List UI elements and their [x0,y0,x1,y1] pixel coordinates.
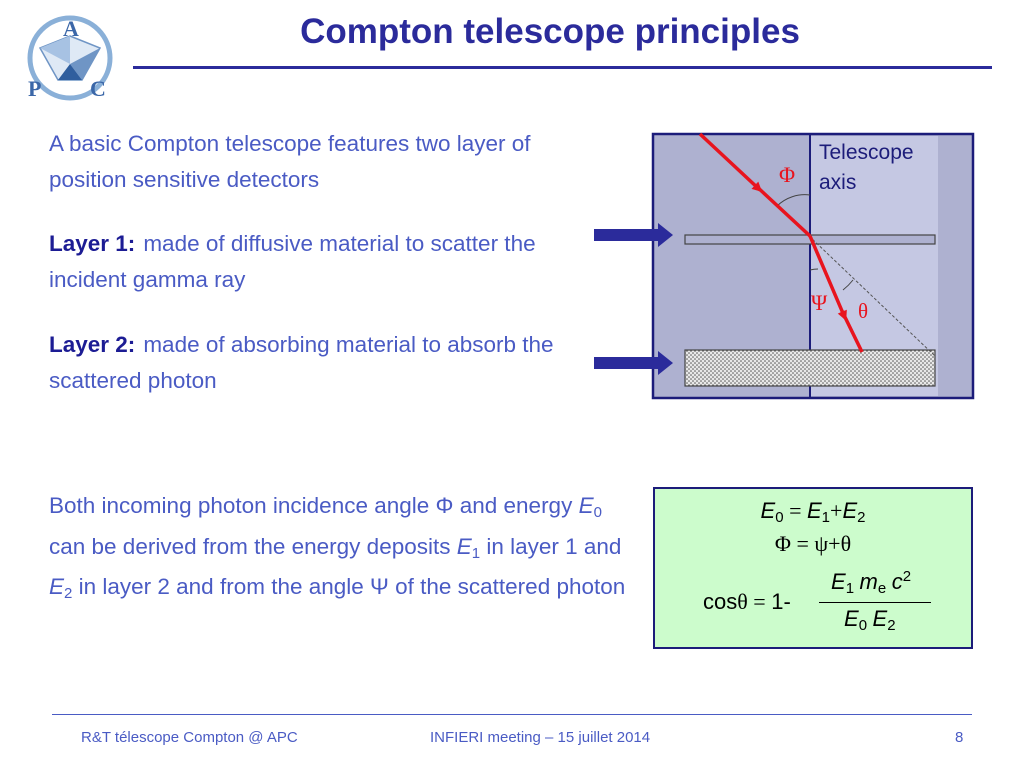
eq-symbol: + [830,498,843,523]
derivation-text: and energy [453,493,579,518]
eq-symbol: E [842,498,858,523]
phi-angle-label: Φ [779,162,795,187]
telescope-axis-label: Telescope [819,141,914,164]
compton-formula-numerator: E1 me c2 [831,568,912,597]
eq-symbol: m [859,569,878,594]
footer-left-text: R&T télescope Compton @ APC [81,729,298,746]
derivation-text: can be derived from the energy deposits [49,533,457,559]
subscript: 1 [821,509,831,526]
layer2-detector [684,349,936,387]
compton-formula-denominator: E0 E2 [844,606,896,634]
logo-letter-c: C [90,76,106,101]
eq-symbol: E [872,606,888,631]
eq-symbol: = [796,531,809,556]
slide-title: Compton telescope principles [300,12,800,51]
eq-symbol: E [760,498,776,523]
derivation-paragraph: Both incoming photon incidence angle Φ a… [49,486,629,608]
subscript: 0 [593,504,602,521]
scattered-photon-ray [840,310,864,353]
eq-symbol: θ [737,589,748,614]
eq-symbol: + [828,531,841,556]
subscript: 2 [887,617,896,634]
superscript: 2 [902,568,912,585]
subscript: 0 [858,617,868,634]
energy-sum-equation: E0 = E1+E2 [655,498,971,526]
scattered-photon-ray [808,235,847,321]
logo-letter-p: P [28,76,41,101]
subscript: 2 [857,509,866,526]
eq-symbol: c [891,569,903,594]
layer2-pointer-arrow [594,351,673,375]
eq-symbol: E [831,569,846,594]
footer-center-text: INFIERI meeting – 15 juillet 2014 [430,729,651,746]
subscript: e [877,580,887,597]
psi-arc [809,268,819,271]
layer1-paragraph: Layer 1:made of diffusive material to sc… [49,226,589,298]
logo-letter-a: A [63,16,79,41]
theta-arc [842,279,854,291]
psi-angle-label: Ψ [811,290,828,315]
layer2-paragraph: Layer 2:made of absorbing material to ab… [49,327,589,399]
energy-symbol: E [49,574,65,599]
fraction-bar [819,602,931,603]
layer2-label: Layer 2: [49,332,136,357]
layer1-label: Layer 1: [49,231,136,256]
telescope-axis-label: axis [819,171,856,194]
compton-formula-lhs: cosθ = 1- [703,589,791,615]
equations-box: E0 = E1+E2 Φ = ψ+θ cosθ = 1- E1 me c2 E0… [653,487,973,649]
derivation-text: Both incoming photon incidence angle [49,493,436,518]
apc-logo: A P C [27,15,113,101]
derivation-text: of the scattered photon [388,574,626,599]
energy-symbol: E [456,533,472,559]
subscript: 0 [775,509,784,526]
incident-photon-ray [698,132,763,193]
eq-symbol: 1- [771,589,791,614]
subscript: 2 [64,585,73,602]
theta-angle-label: θ [858,299,868,323]
psi-symbol: Ψ [370,574,389,599]
title-underline [133,66,992,69]
eq-symbol: = [789,498,802,523]
energy-symbol: E [578,493,594,518]
eq-symbol: Φ [774,531,791,556]
intro-paragraph: A basic Compton telescope features two l… [49,131,531,192]
compton-formula: cosθ = 1- E1 me c2 E0 E2 [703,569,933,643]
page-number: 8 [955,729,964,746]
derivation-text: in layer 2 and from the angle [72,574,371,599]
layer1-pointer-arrow [594,223,673,247]
eq-symbol: = [753,589,766,614]
phi-symbol: Φ [435,493,454,518]
footer-divider [52,714,972,715]
eq-symbol: cos [703,589,738,614]
angle-sum-equation: Φ = ψ+θ [655,531,971,557]
eq-symbol: θ [840,531,852,556]
layer2-text: made of absorbing material to absorb the… [49,332,554,393]
phi-arc [776,194,811,207]
derivation-text: in layer 1 and [480,533,622,559]
eq-symbol: ψ [814,531,829,556]
layer1-text: made of diffusive material to scatter th… [49,231,536,292]
eq-symbol: E [844,606,859,631]
subscript: 1 [845,580,855,597]
eq-symbol: E [806,498,822,523]
incident-photon-ray [753,183,812,238]
incident-ray-extension [808,235,936,357]
subscript: 1 [471,544,481,562]
compton-telescope-diagram: Telescope axis Φ Ψ θ [594,132,975,400]
